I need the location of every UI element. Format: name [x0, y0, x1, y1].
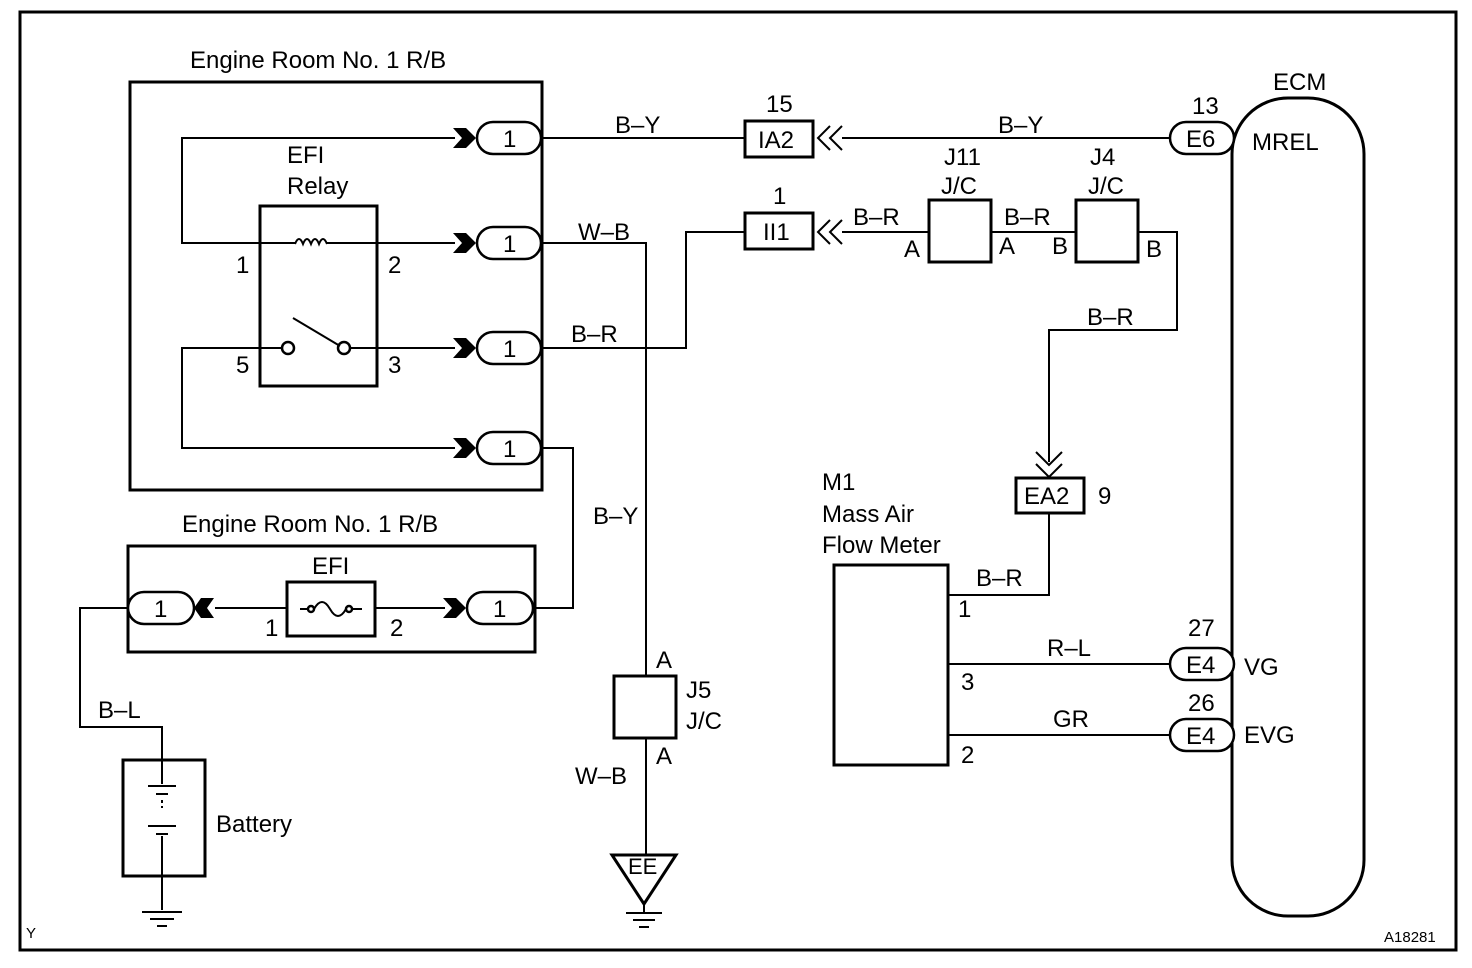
- relay-pin-1: 1: [236, 252, 249, 279]
- wire-label-br-j4: B–R: [1087, 304, 1134, 331]
- junction-j5: A J5 J/C A: [612, 647, 722, 770]
- ecm-terminal-e6: [1168, 120, 1236, 156]
- relay-contact-5: [280, 340, 296, 356]
- svg-text:J11: J11: [944, 144, 981, 171]
- svg-text:15: 15: [766, 91, 793, 118]
- svg-text:13: 13: [1192, 93, 1219, 120]
- battery-label: Battery: [216, 811, 292, 838]
- svg-text:3: 3: [961, 669, 974, 696]
- mass-air-flow-meter: M1 Mass Air Flow Meter 1 3 2: [822, 469, 974, 769]
- svg-text:9: 9: [1098, 483, 1111, 510]
- connector-ia2: IA2 15: [743, 91, 843, 159]
- wire-label-br-j11: B–R: [1004, 204, 1051, 231]
- connector-ea2: EA2 9: [1014, 451, 1111, 515]
- svg-text:1: 1: [958, 596, 971, 623]
- wire-label-by-top-right: B–Y: [998, 112, 1043, 139]
- svg-text:E6: E6: [1186, 126, 1215, 153]
- svg-text:27: 27: [1188, 615, 1215, 642]
- svg-text:EVG: EVG: [1244, 722, 1295, 749]
- svg-text:IA2: IA2: [758, 127, 794, 154]
- corner-mark-right: A18281: [1384, 929, 1436, 946]
- fuse-pin-1: 1: [265, 615, 278, 642]
- battery: B–L Battery: [79, 607, 292, 927]
- wire-label-wb-top: W–B: [578, 219, 630, 246]
- svg-text:VG: VG: [1244, 654, 1279, 681]
- corner-mark-left: Y: [26, 925, 36, 942]
- svg-text:1: 1: [773, 183, 786, 210]
- svg-text:J/C: J/C: [686, 708, 722, 735]
- relay-pin-5: 5: [236, 352, 249, 379]
- wire-label-by-vertical: B–Y: [593, 503, 638, 530]
- diagram-frame: [18, 10, 1458, 952]
- svg-text:A: A: [904, 236, 920, 263]
- wire-label-by-top-left: B–Y: [615, 112, 660, 139]
- relay-coil-icon: [294, 238, 328, 247]
- fuse-box: Engine Room No. 1 R/B EFI 1 2 1 1: [126, 511, 537, 654]
- svg-text:26: 26: [1188, 690, 1215, 717]
- relay-connector-label: 1: [503, 336, 516, 363]
- wire-label-br-ii1: B–R: [853, 204, 900, 231]
- efi-relay-name-2: Relay: [287, 173, 348, 200]
- fuse-connector-label: 1: [154, 596, 167, 623]
- relay-pin-3: 3: [388, 352, 401, 379]
- fuse-connector-label: 1: [493, 596, 506, 623]
- relay-connector-label: 1: [503, 231, 516, 258]
- wire-label-rl: R–L: [1047, 635, 1091, 662]
- svg-text:M1: M1: [822, 469, 855, 496]
- fuse-icon: [300, 601, 362, 617]
- ecm-terminal-e4-evg: [1168, 717, 1236, 753]
- ecm-title: ECM: [1273, 69, 1326, 96]
- svg-text:B: B: [1146, 236, 1162, 263]
- svg-text:J4: J4: [1090, 144, 1115, 171]
- svg-text:E4: E4: [1186, 723, 1215, 750]
- svg-text:J5: J5: [686, 677, 711, 704]
- svg-text:Flow Meter: Flow Meter: [822, 532, 941, 559]
- svg-text:B: B: [1052, 233, 1068, 260]
- ecm-terminal-e4-vg: [1168, 646, 1236, 682]
- svg-text:II1: II1: [763, 219, 790, 246]
- relay-connector-label: 1: [503, 126, 516, 153]
- relay-connector-label: 1: [503, 436, 516, 463]
- svg-text:E4: E4: [1186, 652, 1215, 679]
- wire-label-br-relay3: B–R: [571, 321, 618, 348]
- fuse-pin-2: 2: [390, 615, 403, 642]
- svg-text:MREL: MREL: [1252, 129, 1319, 156]
- svg-text:J/C: J/C: [941, 173, 977, 200]
- efi-fuse-name: EFI: [312, 553, 349, 580]
- ecm: ECM E6 13 MREL E4 27 VG E4 26 EVG: [1168, 69, 1366, 918]
- efi-relay-body: [258, 204, 379, 388]
- relay-switch-arm: [292, 317, 341, 347]
- connector-ii1: II1 1: [743, 183, 843, 251]
- svg-text:A: A: [999, 233, 1015, 260]
- relay-contact-3: [336, 340, 352, 356]
- wire-label-wb-bottom: W–B: [575, 763, 627, 790]
- fuse-box-title: Engine Room No. 1 R/B: [182, 511, 438, 538]
- relay-pin-2: 2: [388, 252, 401, 279]
- svg-text:J/C: J/C: [1088, 173, 1124, 200]
- svg-text:2: 2: [961, 742, 974, 769]
- svg-text:EE: EE: [628, 854, 657, 879]
- svg-text:Mass Air: Mass Air: [822, 501, 914, 528]
- ground-ee: EE: [609, 853, 679, 928]
- svg-text:A: A: [656, 647, 672, 674]
- wire-label-br-maf: B–R: [976, 565, 1023, 592]
- relay-box: Engine Room No. 1 R/B EFI Relay 1 2 5 3 …: [128, 47, 544, 492]
- efi-relay-name-1: EFI: [287, 142, 324, 169]
- wire-label-bl: B–L: [98, 697, 141, 724]
- svg-text:A: A: [656, 743, 672, 770]
- junction-j11: J11 J/C A A: [904, 144, 1015, 264]
- junction-j4: J4 J/C B B: [1052, 144, 1162, 264]
- relay-box-title: Engine Room No. 1 R/B: [190, 47, 446, 74]
- svg-text:EA2: EA2: [1024, 483, 1069, 510]
- wire-label-gr: GR: [1053, 706, 1089, 733]
